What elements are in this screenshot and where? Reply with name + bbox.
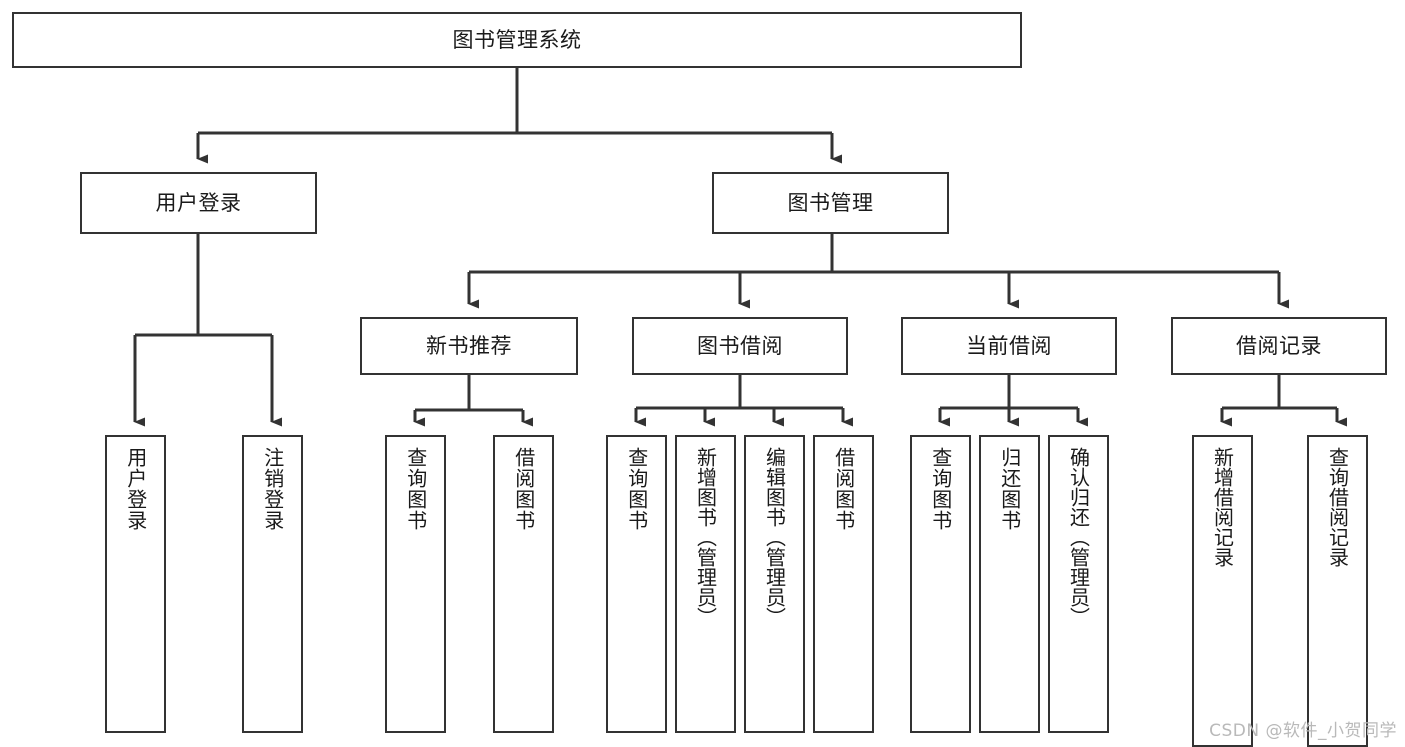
leaf-current-borrow-return[interactable]: 归还图书: [979, 435, 1040, 733]
node-borrow-record-label: 借阅记录: [1236, 333, 1322, 358]
node-book-borrow-label: 图书借阅: [697, 333, 783, 358]
leaf-new-book-query-label: 查询图书: [403, 447, 428, 531]
leaf-current-borrow-confirm-label: 确认归还（管理员）: [1066, 447, 1091, 627]
leaf-book-borrow-borrow-label: 借阅图书: [831, 447, 856, 531]
node-root[interactable]: 图书管理系统: [12, 12, 1022, 68]
leaf-current-borrow-confirm[interactable]: 确认归还（管理员）: [1048, 435, 1109, 733]
leaf-user-login-login-label: 用户登录: [123, 447, 148, 531]
node-user-login[interactable]: 用户登录: [80, 172, 317, 234]
leaf-borrow-record-add-label: 新增借阅记录: [1210, 447, 1235, 567]
leaf-user-login-logout-label: 注销登录: [260, 447, 285, 531]
node-current-borrow-label: 当前借阅: [966, 333, 1052, 358]
leaf-new-book-query[interactable]: 查询图书: [385, 435, 446, 733]
node-new-book-recommend[interactable]: 新书推荐: [360, 317, 578, 375]
node-current-borrow[interactable]: 当前借阅: [901, 317, 1117, 375]
leaf-book-borrow-query-label: 查询图书: [624, 447, 649, 531]
leaf-borrow-record-query-label: 查询借阅记录: [1325, 447, 1350, 567]
node-user-login-label: 用户登录: [155, 190, 242, 215]
leaf-new-book-borrow-label: 借阅图书: [511, 447, 536, 531]
node-root-label: 图书管理系统: [452, 27, 582, 52]
node-book-management-label: 图书管理: [787, 190, 874, 215]
leaf-book-borrow-borrow[interactable]: 借阅图书: [813, 435, 874, 733]
leaf-borrow-record-query[interactable]: 查询借阅记录: [1307, 435, 1368, 747]
leaf-current-borrow-return-label: 归还图书: [997, 447, 1022, 531]
leaf-current-borrow-query[interactable]: 查询图书: [910, 435, 971, 733]
leaf-current-borrow-query-label: 查询图书: [928, 447, 953, 531]
leaf-book-borrow-edit-label: 编辑图书（管理员）: [762, 447, 787, 627]
leaf-book-borrow-add[interactable]: 新增图书（管理员）: [675, 435, 736, 733]
node-book-management[interactable]: 图书管理: [712, 172, 949, 234]
node-borrow-record[interactable]: 借阅记录: [1171, 317, 1387, 375]
node-book-borrow[interactable]: 图书借阅: [632, 317, 848, 375]
leaf-user-login-login[interactable]: 用户登录: [105, 435, 166, 733]
leaf-book-borrow-edit[interactable]: 编辑图书（管理员）: [744, 435, 805, 733]
leaf-user-login-logout[interactable]: 注销登录: [242, 435, 303, 733]
leaf-book-borrow-add-label: 新增图书（管理员）: [693, 447, 718, 627]
node-new-book-recommend-label: 新书推荐: [426, 333, 512, 358]
leaf-book-borrow-query[interactable]: 查询图书: [606, 435, 667, 733]
leaf-new-book-borrow[interactable]: 借阅图书: [493, 435, 554, 733]
leaf-borrow-record-add[interactable]: 新增借阅记录: [1192, 435, 1253, 747]
